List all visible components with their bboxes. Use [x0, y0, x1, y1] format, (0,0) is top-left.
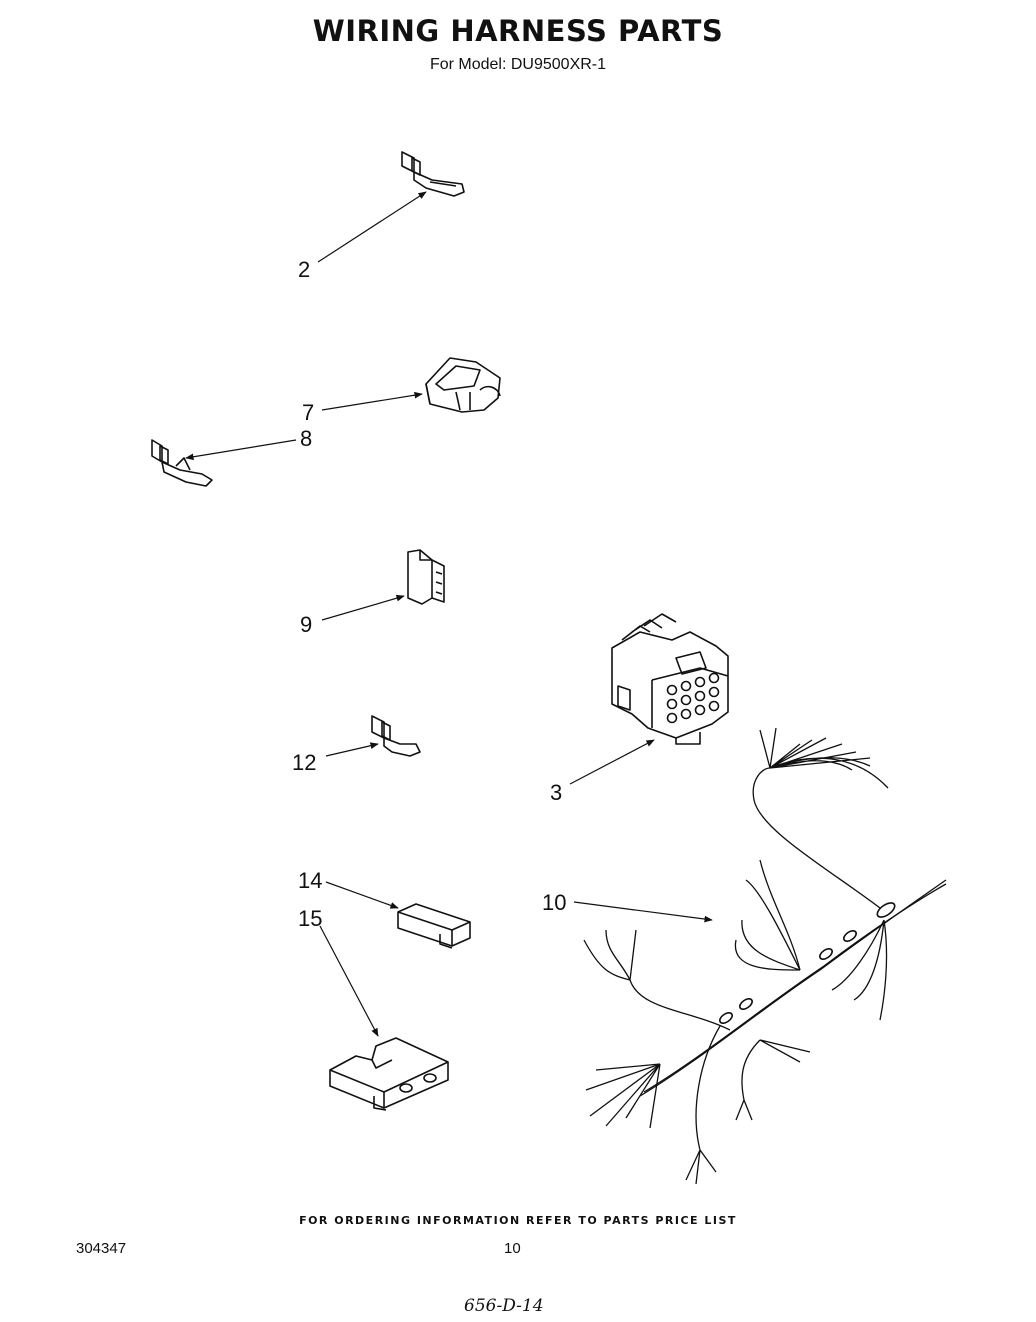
callout-2: 2: [298, 257, 310, 282]
callout-10: 10: [542, 890, 566, 915]
document-number: 304347: [76, 1240, 127, 1257]
part-10-wiring-harness: [583, 727, 947, 1185]
callout-3: 3: [550, 780, 562, 805]
leader-14: [325, 881, 399, 909]
callout-15: 15: [298, 906, 322, 931]
model-subtitle: For Model: DU9500XR-1: [429, 56, 607, 73]
leader-8: [185, 439, 297, 461]
part-9-block-connector: [407, 549, 445, 605]
leader-3: [569, 739, 655, 785]
leader-7: [321, 391, 423, 411]
callout-12: 12: [292, 750, 316, 775]
page-number: 10: [504, 1240, 521, 1257]
part-8-terminal: [151, 439, 213, 487]
leader-12: [325, 742, 379, 757]
part-15-cover: [329, 1037, 449, 1111]
callout-8: 8: [300, 426, 312, 451]
part-14-insulator: [397, 903, 471, 949]
ordering-note: FOR ORDERING INFORMATION REFER TO PARTS …: [299, 1214, 737, 1227]
leader-10: [573, 901, 713, 923]
part-2-terminal: [401, 151, 465, 197]
callout-14: 14: [298, 868, 322, 893]
connector-pin-holes: [666, 672, 720, 724]
leader-2: [317, 191, 427, 263]
leader-15: [319, 925, 379, 1037]
page-title: WIRING HARNESS PARTS: [312, 14, 724, 48]
handwritten-note: 656-D-14: [464, 1296, 544, 1316]
part-3-multipin-connector: [611, 613, 729, 745]
leader-9: [321, 594, 405, 621]
callout-9: 9: [300, 612, 312, 637]
callout-7: 7: [302, 400, 314, 425]
part-12-terminal: [371, 715, 421, 757]
part-7-connector-housing: [425, 357, 501, 413]
